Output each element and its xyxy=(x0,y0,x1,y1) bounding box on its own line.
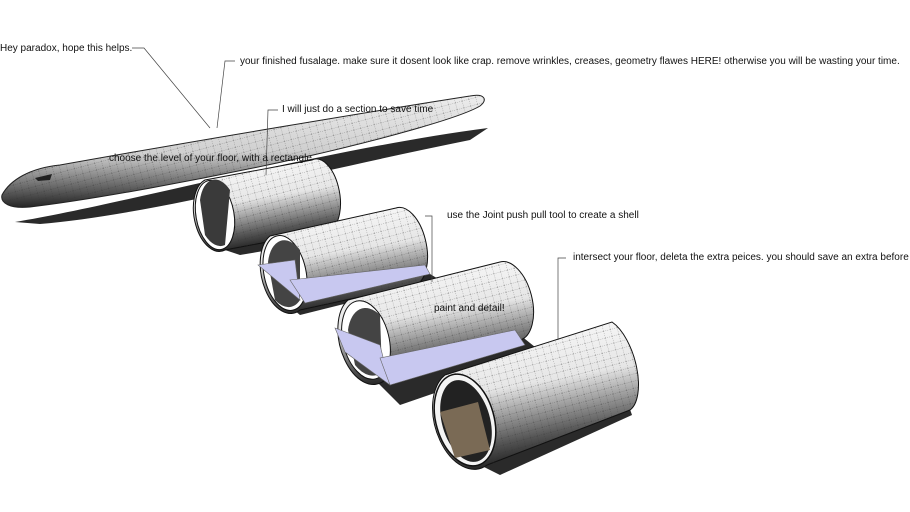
label-floor-level: choose the level of your floor, with a r… xyxy=(109,153,312,164)
fuselage-section-4[interactable] xyxy=(424,321,639,473)
fuselage-model[interactable] xyxy=(1,94,485,208)
interior-floor xyxy=(440,402,490,458)
fuselage-section-3[interactable] xyxy=(334,261,535,386)
label-section: I will just do a section to save time xyxy=(282,104,434,115)
floor-rectangle[interactable] xyxy=(289,264,431,304)
label-fuselage: your finished fusalage. make sure it dos… xyxy=(240,56,900,67)
cockpit-window xyxy=(35,174,52,181)
leader-lines xyxy=(132,47,566,340)
label-shell: use the Joint push pull tool to create a… xyxy=(447,210,639,221)
floor-rectangle[interactable] xyxy=(379,329,526,386)
fuselage-section-2[interactable] xyxy=(257,206,431,314)
label-paint: paint and detail! xyxy=(434,303,505,314)
label-greeting: Hey paradox, hope this helps. xyxy=(0,43,133,54)
label-intersect: intersect your floor, deleta the extra p… xyxy=(573,252,910,263)
